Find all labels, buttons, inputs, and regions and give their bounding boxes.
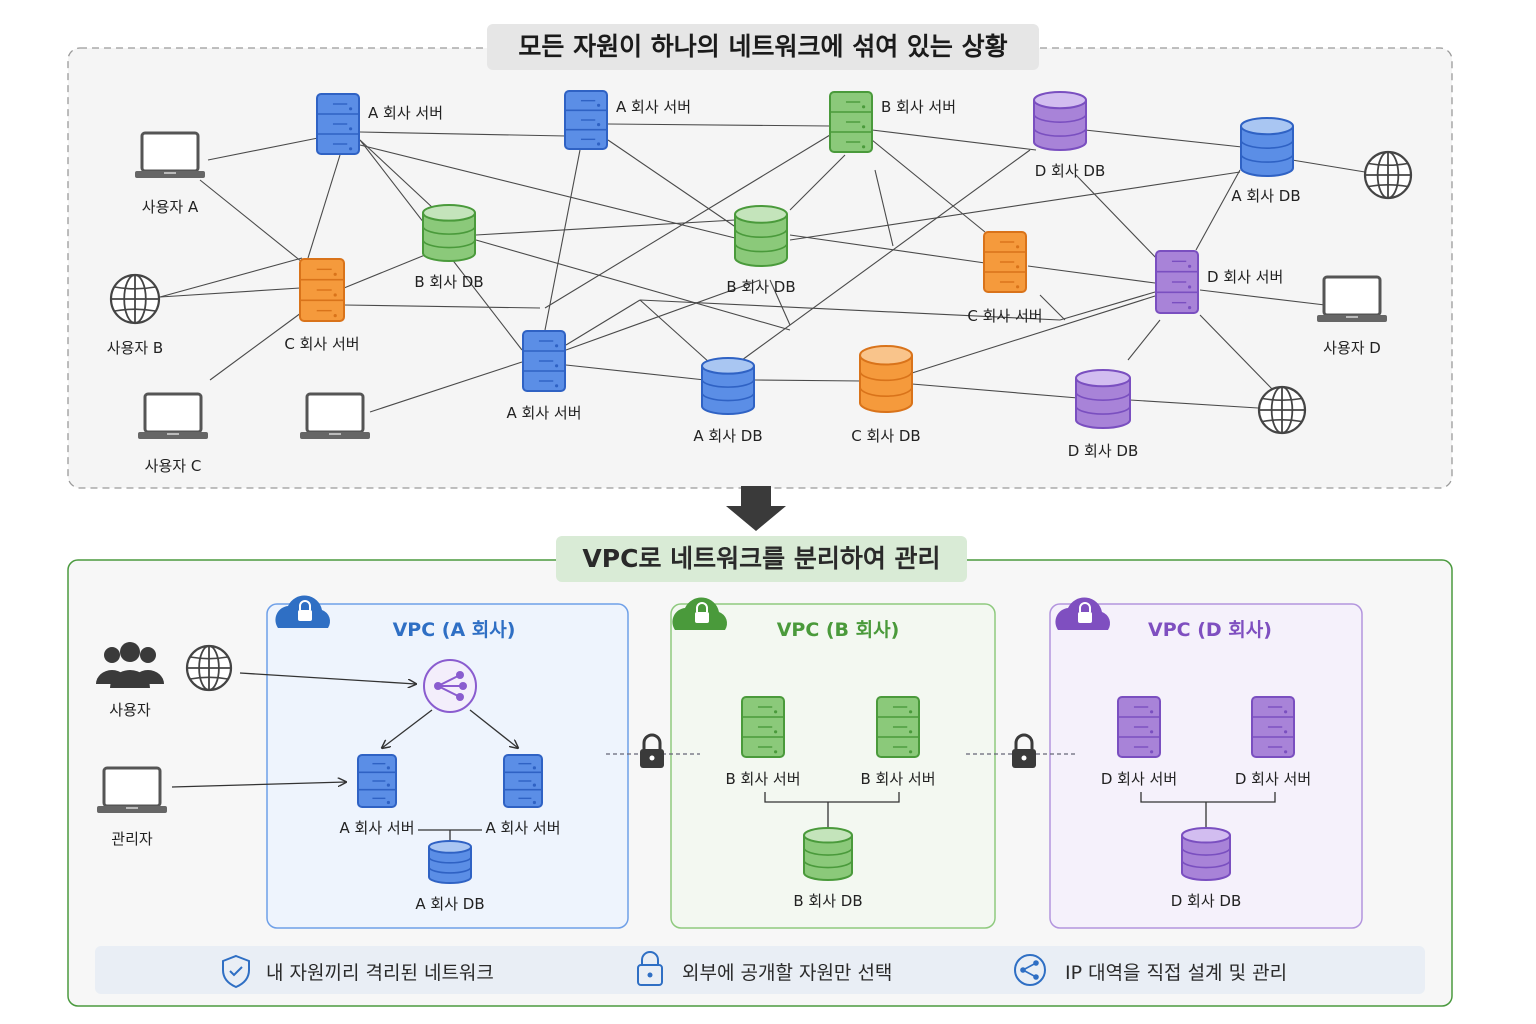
- vpc-d-db-label: D 회사 DB: [1170, 892, 1242, 910]
- server-icon: [741, 696, 785, 758]
- database-icon: [734, 205, 788, 267]
- server-icon: [316, 93, 360, 155]
- node-label: B 회사 서버: [881, 98, 957, 116]
- database-icon: [859, 345, 913, 413]
- node-label: B 회사 DB: [414, 273, 484, 291]
- server-icon: [829, 91, 873, 153]
- node-label: 사용자 B: [106, 339, 164, 357]
- vpc-a-server-1-label: A 회사 서버: [339, 819, 415, 837]
- server-icon: [1117, 696, 1161, 758]
- server-icon: [876, 696, 920, 758]
- top-section-title: 모든 자원이 하나의 네트워크에 섞여 있는 상황: [487, 24, 1039, 70]
- node-label: 사용자 C: [144, 457, 202, 475]
- vpc-a-server-2-label: A 회사 서버: [485, 819, 561, 837]
- server-icon: [522, 330, 566, 392]
- database-icon: [1075, 369, 1131, 429]
- vpc-d-title: VPC (D 회사): [1148, 619, 1272, 641]
- server-icon: [357, 754, 397, 808]
- vpc-a-db-label: A 회사 DB: [415, 895, 485, 913]
- transition-arrow-icon: [726, 486, 786, 531]
- database-icon: [1240, 117, 1294, 177]
- server-icon: [564, 90, 608, 150]
- feature-select-public: 외부에 공개할 자원만 선택: [682, 962, 893, 984]
- node-label: 사용자 A: [141, 198, 199, 216]
- vpc-b-server-1-label: B 회사 서버: [725, 770, 801, 788]
- laptop-icon: [97, 766, 167, 813]
- globe-icon: [109, 273, 161, 325]
- server-icon: [299, 258, 345, 322]
- vpc-b-box: [670, 603, 996, 929]
- vpc-internal-links: [171, 672, 1276, 842]
- database-icon: [1181, 827, 1231, 881]
- node-label: A 회사 서버: [616, 98, 691, 116]
- feature-isolated-network: 내 자원끼리 격리된 네트워크: [266, 962, 494, 984]
- node-label: C 회사 서버: [967, 307, 1043, 325]
- vpc-b-db-label: B 회사 DB: [793, 892, 863, 910]
- laptop-icon: [138, 392, 208, 439]
- node-label: B 회사 DB: [726, 278, 796, 296]
- vpc-b-cloud-lock-icon: [672, 597, 728, 630]
- server-icon: [1155, 250, 1199, 314]
- mesh-connections: [159, 123, 1366, 413]
- admin-label: 관리자: [111, 830, 153, 848]
- laptop-icon: [300, 392, 370, 439]
- node-label: A 회사 DB: [693, 427, 763, 445]
- vpc-d-server-2-label: D 회사 서버: [1234, 770, 1312, 788]
- feature-ip-range: IP 대역을 직접 설계 및 관리: [1065, 962, 1288, 984]
- node-label: A 회사 서버: [368, 104, 443, 122]
- feature-bar: [95, 946, 1425, 994]
- vpc-a-cloud-lock-icon: [275, 595, 331, 628]
- lock-icon: [1012, 733, 1036, 768]
- node-label: 사용자 D: [1323, 339, 1381, 357]
- node-label: D 회사 서버: [1207, 268, 1284, 286]
- globe-icon: [1257, 385, 1307, 435]
- database-icon: [422, 204, 476, 262]
- globe-icon: [1363, 150, 1413, 200]
- laptop-icon: [1317, 275, 1387, 322]
- server-icon: [503, 754, 543, 808]
- database-icon: [428, 840, 472, 884]
- vpc-b-title: VPC (B 회사): [776, 619, 900, 641]
- shield-icon: [222, 954, 250, 989]
- server-icon: [1251, 696, 1295, 758]
- node-label: A 회사 서버: [506, 404, 582, 422]
- database-icon: [701, 357, 755, 415]
- load-balancer-icon: [423, 659, 477, 713]
- users-label: 사용자: [109, 701, 151, 719]
- node-label: D 회사 DB: [1034, 162, 1106, 180]
- database-icon: [803, 827, 853, 881]
- node-label: A 회사 DB: [1231, 187, 1301, 205]
- globe-icon: [185, 644, 233, 692]
- vpc-a-title: VPC (A 회사): [392, 619, 516, 641]
- laptop-icon: [135, 131, 205, 178]
- vpc-d-server-1-label: D 회사 서버: [1100, 770, 1178, 788]
- server-icon: [983, 231, 1027, 293]
- vpc-d-box: [1049, 603, 1363, 929]
- share-icon: [1014, 954, 1046, 986]
- bottom-section-title: VPC로 네트워크를 분리하여 관리: [556, 536, 967, 582]
- users-group-icon: [96, 642, 164, 688]
- lock-icon: [640, 733, 664, 768]
- node-label: D 회사 DB: [1067, 442, 1139, 460]
- node-label: C 회사 서버: [284, 335, 360, 353]
- vpc-b-server-2-label: B 회사 서버: [860, 770, 936, 788]
- database-icon: [1033, 91, 1087, 151]
- vpc-d-cloud-lock-icon: [1055, 597, 1111, 630]
- node-label: C 회사 DB: [851, 427, 921, 445]
- lock-icon: [637, 951, 663, 986]
- vpc-a-box: [266, 603, 629, 929]
